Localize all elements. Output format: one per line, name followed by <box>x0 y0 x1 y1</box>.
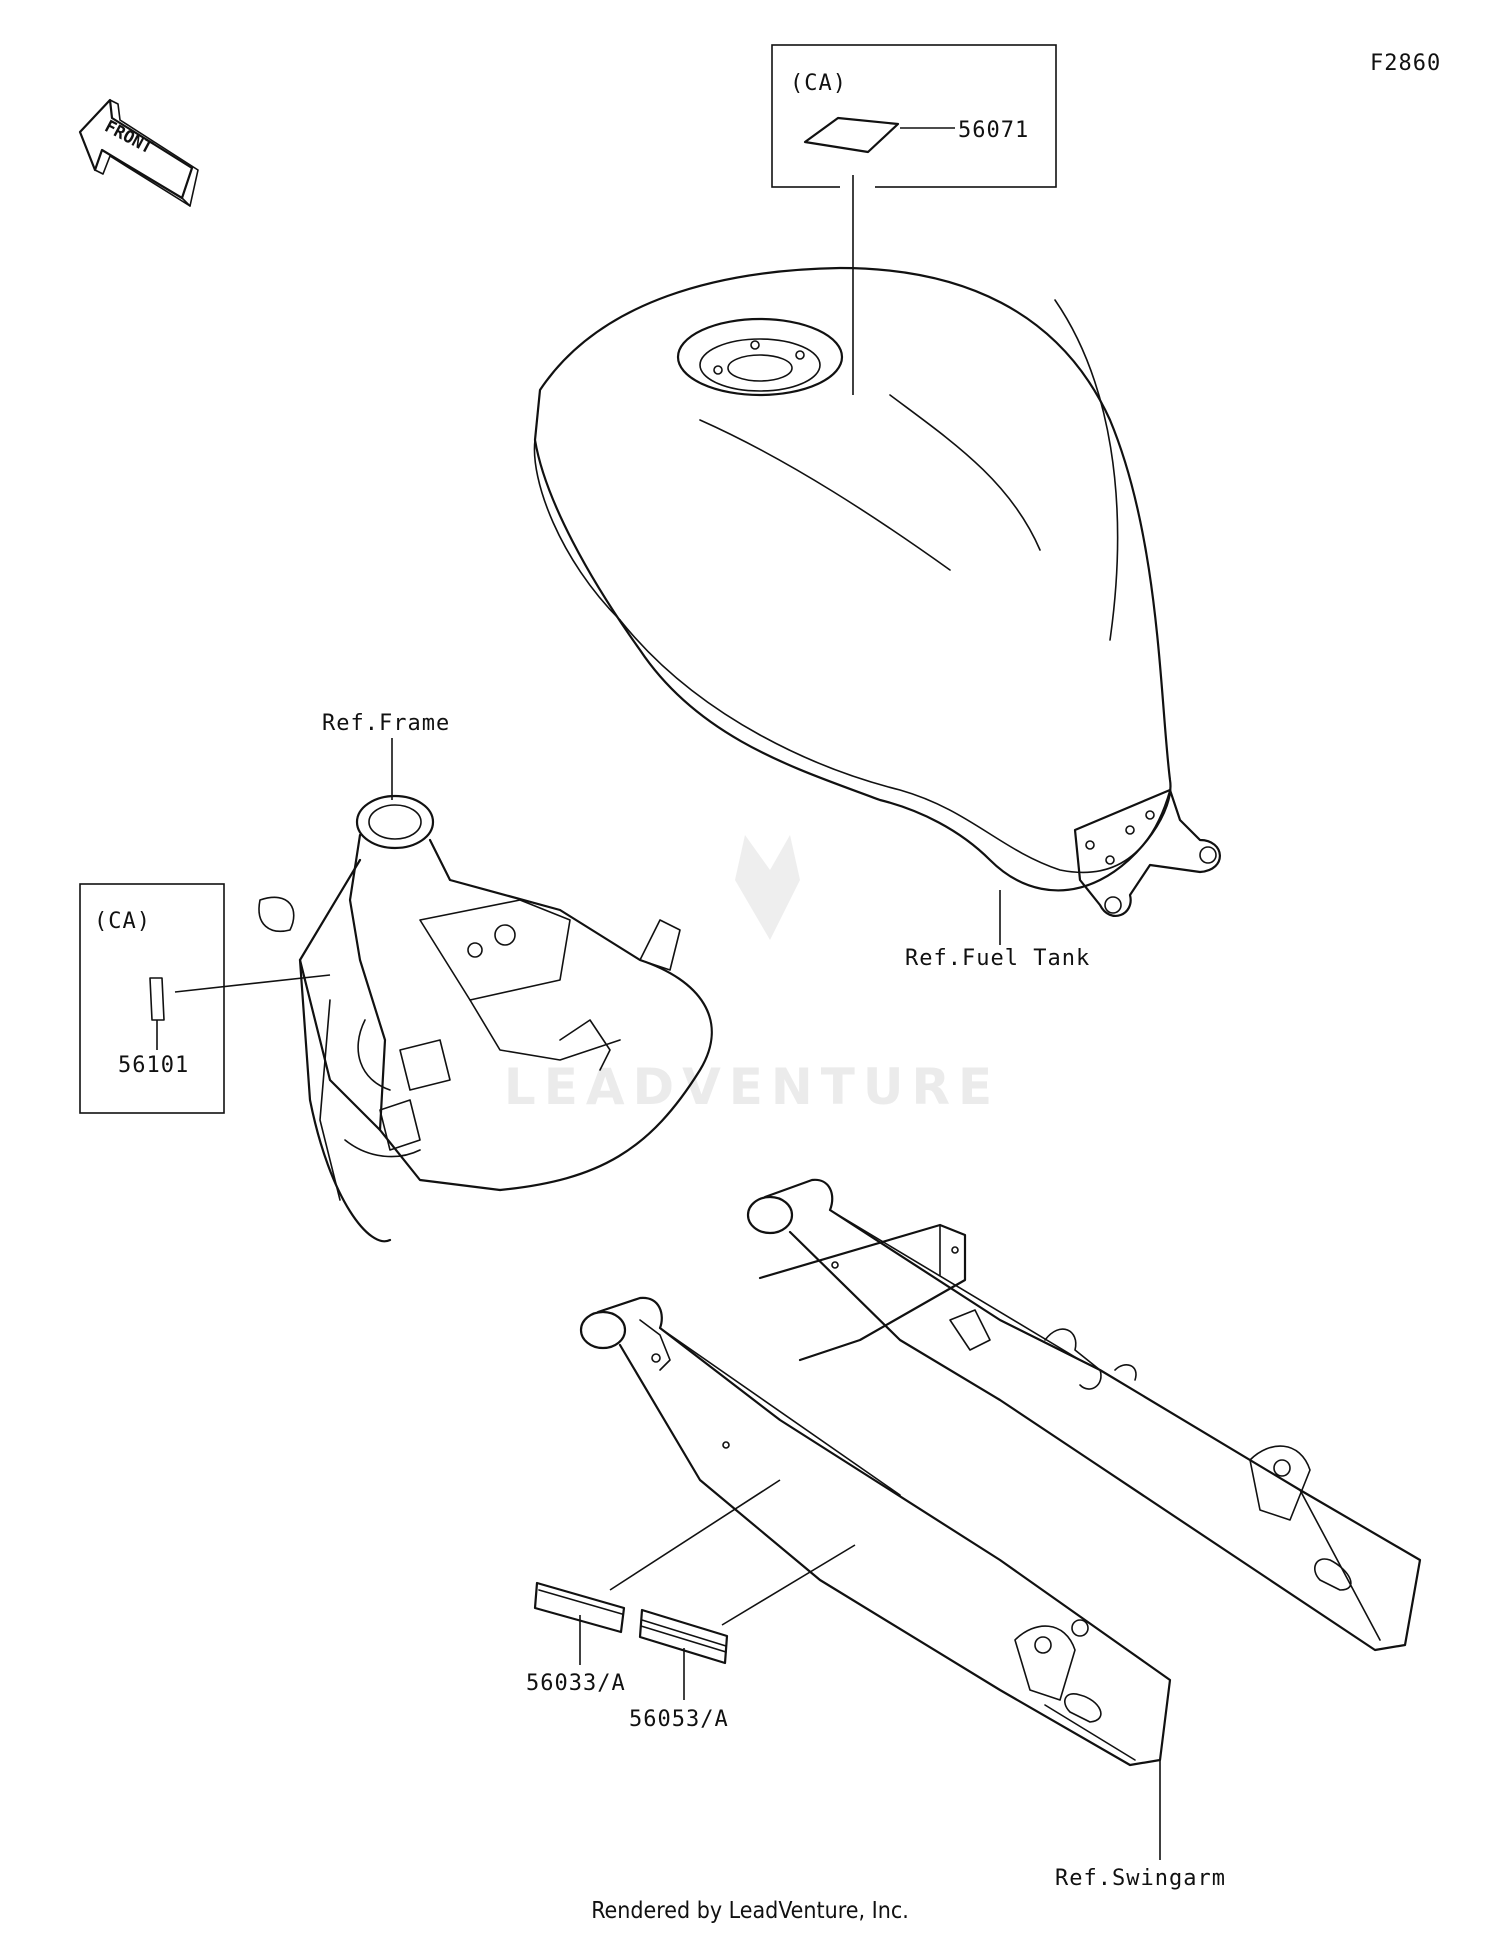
label-56071-icon <box>803 116 900 154</box>
label-56033a: 56033/A <box>526 1581 626 1696</box>
watermark-text: LEADVENTURE <box>504 1058 1000 1116</box>
frame <box>258 794 713 1243</box>
label-56053a-icon <box>638 1608 729 1665</box>
swingarm: Ref.Swingarm <box>579 1178 1422 1891</box>
ca-box-top: (CA) 56071 <box>771 44 1057 395</box>
ca-box-left: (CA) 56101 <box>79 883 331 1114</box>
footer-credit: Rendered by LeadVenture, Inc. <box>591 1898 909 1924</box>
ca-box-left-title: (CA) <box>94 909 151 934</box>
front-arrow-icon: FRONT <box>78 98 199 207</box>
ref-frame-label: Ref.Frame <box>322 711 450 736</box>
label-56053a: 56053/A <box>629 1608 729 1732</box>
ca-box-top-title: (CA) <box>790 71 847 96</box>
leadventure-watermark: LEADVENTURE <box>504 835 1000 1116</box>
part-56053a-label: 56053/A <box>629 1707 729 1732</box>
flame-logo-icon <box>735 835 800 940</box>
ref-fuel-tank-label: Ref.Fuel Tank <box>905 946 1090 971</box>
figure-code: F2860 <box>1370 51 1441 76</box>
fuel-tank: Ref.Fuel Tank <box>533 266 1221 971</box>
ref-swingarm-label: Ref.Swingarm <box>1055 1866 1226 1891</box>
part-56033a-label: 56033/A <box>526 1671 626 1696</box>
part-56101-label: 56101 <box>118 1053 189 1078</box>
front-arrow-text: FRONT <box>101 117 156 159</box>
label-56033a-icon <box>533 1581 626 1634</box>
part-56071-label: 56071 <box>958 118 1029 143</box>
label-56101-icon <box>149 977 165 1021</box>
